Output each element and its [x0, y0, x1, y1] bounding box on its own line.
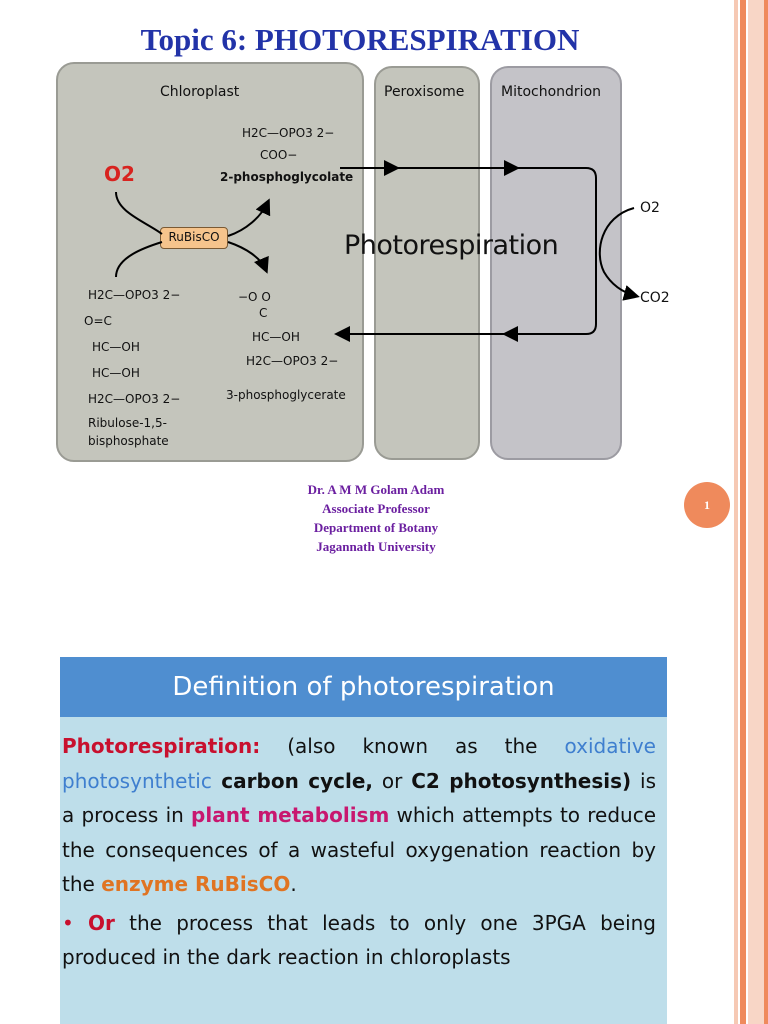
peroxisome-label: Peroxisome — [384, 84, 465, 100]
pga-formula-line: C — [259, 306, 268, 320]
peroxisome-panel — [374, 66, 480, 460]
bullet-text: the process that leads to only one 3PGA … — [62, 910, 657, 970]
definition-body: Photorespiration: (also known as the oxi… — [62, 729, 656, 975]
bullet-marker: • — [62, 910, 74, 935]
definition-text: (also known as the — [260, 734, 565, 758]
rubp-formula-line: H2C—OPO3 2− — [88, 392, 181, 406]
definition-slide: Definition of photorespiration Photoresp… — [60, 657, 667, 1024]
bullet-or: Or — [88, 910, 115, 935]
rubisco-enzyme-box: RuBisCO — [160, 227, 228, 249]
mito-co2-label: CO2 — [640, 290, 670, 306]
glycolate-formula-line: COO− — [260, 148, 298, 162]
border-stripe — [764, 0, 768, 1024]
definition-text: or — [373, 768, 412, 793]
glycolate-formula-line: H2C—OPO3 2− — [242, 126, 335, 140]
definition-text: . — [290, 872, 297, 896]
term-plant-metabolism: plant metabolism — [191, 803, 390, 827]
definition-text: carbon cycle, — [211, 768, 374, 793]
rubp-name: bisphosphate — [88, 434, 169, 448]
author-position: Associate Professor — [322, 501, 430, 516]
mito-o2-label: O2 — [640, 200, 660, 216]
page-number-badge: 1 — [684, 482, 730, 528]
border-stripe — [734, 0, 738, 1024]
slide-title: Topic 6: PHOTORESPIRATION — [140, 22, 580, 57]
rubp-name: Ribulose-1,5- — [88, 416, 167, 430]
pga-formula-line: H2C—OPO3 2− — [246, 354, 339, 368]
glycolate-name: 2-phosphoglycolate — [220, 170, 354, 184]
photorespiration-diagram: Chloroplast Peroxisome Mitochondrion H2C… — [56, 62, 670, 464]
author-name: Dr. A M M Golam Adam — [307, 482, 445, 497]
rubp-formula-line: HC—OH — [92, 366, 140, 380]
pga-formula-line: HC—OH — [252, 330, 300, 344]
definition-text: is a process in — [62, 768, 657, 828]
term-enzyme-rubisco: enzyme RuBisCO — [101, 872, 291, 896]
author-university: Jagannath University — [316, 539, 436, 554]
term-c2-photosynthesis: C2 photosynthesis) — [411, 768, 632, 793]
term-oxidative-photosynthetic: oxidative photosynthetic — [62, 734, 656, 793]
chloroplast-panel — [56, 62, 364, 462]
chloroplast-label: Chloroplast — [160, 84, 240, 100]
pga-formula-line: −O O — [238, 290, 271, 304]
rubp-formula-line: O=C — [84, 314, 112, 328]
oxygen-input-label: O2 — [104, 162, 135, 186]
author-info: Dr. A M M Golam Adam Associate Professor… — [0, 480, 752, 556]
border-stripe — [748, 0, 764, 1024]
border-stripe — [740, 0, 746, 1024]
rubp-formula-line: H2C—OPO3 2− — [88, 288, 181, 302]
photorespiration-label: Photorespiration — [344, 230, 559, 261]
pga-name: 3-phosphoglycerate — [226, 388, 346, 402]
definition-text: which attempts to reduce the consequence… — [62, 803, 657, 896]
definition-header: Definition of photorespiration — [60, 657, 667, 717]
author-department: Department of Botany — [313, 520, 439, 535]
mitochondrion-label: Mitochondrion — [501, 84, 602, 100]
bullet-item: • Or the process that leads to only one … — [62, 906, 656, 975]
pathway-arrows — [115, 160, 640, 342]
rubp-formula-line: HC—OH — [92, 340, 140, 354]
definition-paragraph: Photorespiration: (also known as the oxi… — [62, 729, 656, 902]
term-photorespiration: Photorespiration: — [62, 734, 261, 758]
